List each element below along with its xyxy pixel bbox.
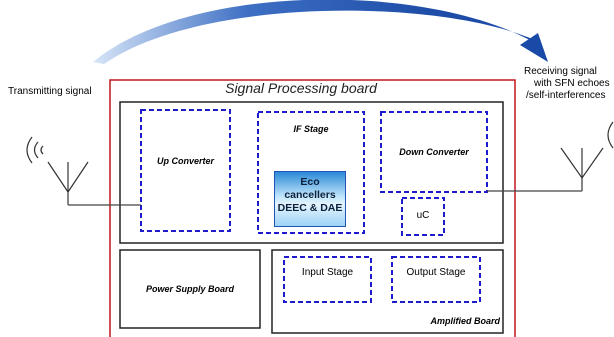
eco-cancellers-box bbox=[274, 171, 346, 227]
input-stage-block bbox=[283, 256, 372, 303]
processing-panel bbox=[119, 101, 504, 244]
up-converter-block bbox=[140, 109, 231, 232]
amplified-board-label: Amplified Board bbox=[430, 316, 500, 326]
power-supply-board bbox=[119, 249, 261, 329]
receiving-line-2: with SFN echoes bbox=[534, 78, 610, 89]
down-converter-label: Down Converter bbox=[399, 147, 469, 157]
transmitting-signal-label: Transmitting signal bbox=[8, 86, 92, 97]
output-stage-block bbox=[391, 256, 481, 303]
output-stage-label: Output Stage bbox=[406, 267, 466, 278]
input-stage-label: Input Stage bbox=[301, 267, 354, 278]
propagation-arrow bbox=[93, 0, 548, 64]
eco-line-2: DEEC & DAE bbox=[277, 202, 343, 214]
up-converter-label: Up Converter bbox=[156, 156, 214, 166]
receiving-signal-label: Receiving signal with SFN echoes /self-i… bbox=[524, 66, 610, 102]
transmit-antenna bbox=[26, 136, 141, 206]
amplified-board bbox=[271, 249, 504, 334]
uc-label: uC bbox=[416, 210, 430, 221]
down-converter-block bbox=[380, 111, 488, 193]
receive-antenna bbox=[487, 121, 614, 192]
eco-cancellers-label: Eco cancellers DEEC & DAE bbox=[274, 176, 346, 215]
eco-line-1: Eco cancellers bbox=[284, 176, 336, 201]
receiving-line-3: /self-interferences bbox=[526, 90, 606, 101]
if-stage-block bbox=[257, 111, 365, 234]
uc-block bbox=[401, 197, 445, 236]
board-title: Signal Processing board bbox=[225, 80, 377, 96]
if-stage-label: IF Stage bbox=[293, 124, 329, 134]
receiving-line-1: Receiving signal bbox=[524, 66, 597, 77]
power-supply-label: Power Supply Board bbox=[145, 284, 234, 294]
signal-processing-board bbox=[109, 79, 516, 337]
